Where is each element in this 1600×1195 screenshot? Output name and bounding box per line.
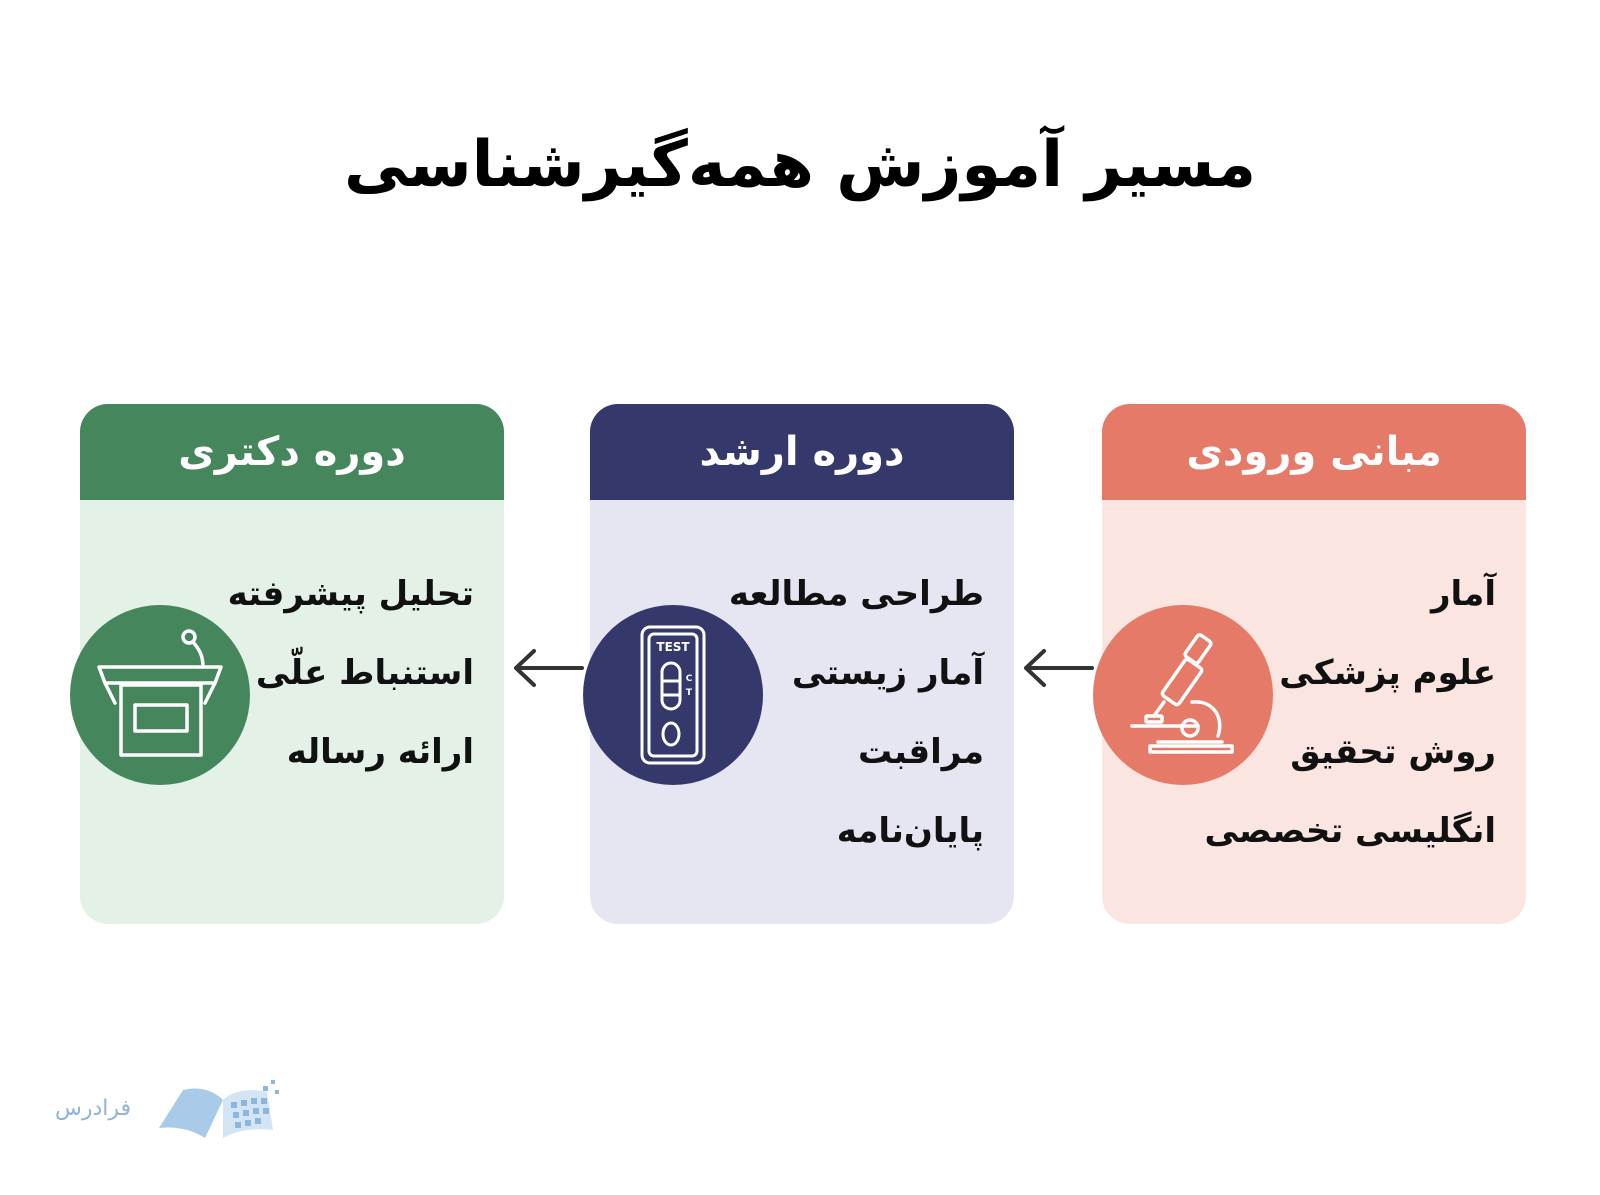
arrow-left-icon bbox=[514, 649, 584, 687]
test-kit-icon: TEST C T bbox=[640, 625, 706, 765]
test-kit-label: TEST bbox=[656, 640, 690, 654]
stage-items-phd: تحلیل پیشرفته استنباط علّی ارائه رساله bbox=[228, 555, 474, 792]
microscope-icon bbox=[1130, 633, 1234, 754]
microscope-circle bbox=[1093, 605, 1273, 785]
list-item: آمار زیستی bbox=[791, 653, 984, 693]
test-kit-mark-t: T bbox=[686, 688, 693, 698]
list-item: استنباط علّی bbox=[255, 653, 474, 693]
stage-title-entry: مبانی ورودی bbox=[1186, 429, 1442, 475]
logo-text: فرادرس bbox=[55, 1096, 132, 1121]
stage-title-phd: دوره دکتری bbox=[178, 429, 406, 475]
list-item: تحلیل پیشرفته bbox=[227, 574, 474, 614]
stage-card-phd: دوره دکتری تحلیل پیشرفته استنباط علّی ار… bbox=[80, 404, 504, 924]
list-item: مراقبت bbox=[858, 732, 984, 772]
stage-items-entry: آمار علوم پزشکی روش تحقیق انگلیسی تخصصی bbox=[1205, 555, 1496, 871]
test-kit-circle: TEST C T bbox=[583, 605, 763, 785]
list-item: پایان‌نامه bbox=[836, 811, 984, 851]
podium-circle bbox=[70, 605, 250, 785]
stage-header-phd: دوره دکتری bbox=[80, 404, 504, 500]
stage-card-entry: مبانی ورودی آمار علوم پزشکی روش تحقیق ان… bbox=[1102, 404, 1526, 924]
book-logo-icon bbox=[159, 1080, 279, 1138]
stage-header-entry: مبانی ورودی bbox=[1102, 404, 1526, 500]
stage-header-masters: دوره ارشد bbox=[590, 404, 1014, 500]
list-item: علوم پزشکی bbox=[1279, 653, 1496, 693]
list-item: انگلیسی تخصصی bbox=[1204, 811, 1496, 851]
stage-title-masters: دوره ارشد bbox=[699, 429, 905, 475]
podium-icon bbox=[97, 629, 223, 757]
stage-items-masters: طراحی مطالعه آمار زیستی مراقبت پایان‌نام… bbox=[729, 555, 984, 871]
arrow-left-icon bbox=[1024, 649, 1094, 687]
list-item: آمار bbox=[1430, 574, 1496, 614]
list-item: ارائه رساله bbox=[286, 732, 474, 772]
list-item: طراحی مطالعه bbox=[728, 574, 984, 614]
brand-logo: فرادرس bbox=[55, 1072, 285, 1144]
list-item: روش تحقیق bbox=[1290, 732, 1496, 772]
page-title: مسیر آموزش همه‌گیرشناسی bbox=[343, 128, 1257, 202]
test-kit-mark-c: C bbox=[686, 674, 693, 684]
